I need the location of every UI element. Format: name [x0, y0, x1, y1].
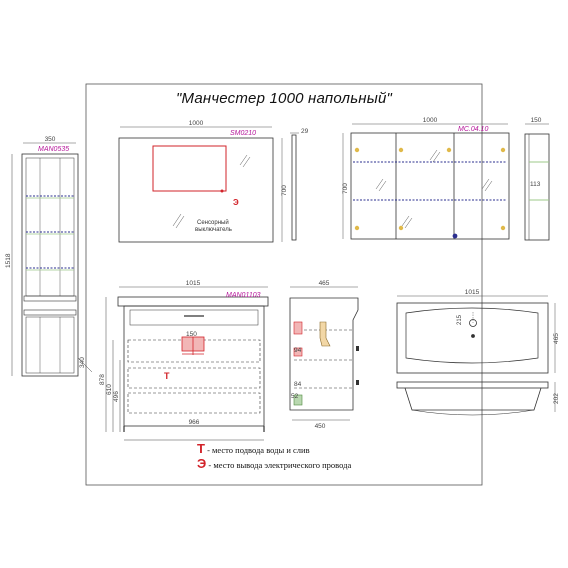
basin-depth-label: 465 [553, 333, 560, 344]
water-legend-text: - место подвода воды и слив [207, 445, 310, 455]
column-height-label: 1518 [5, 253, 12, 268]
cabinet-hinges [354, 147, 506, 231]
mirror [118, 126, 283, 243]
basin-top [396, 295, 556, 374]
legend-power: Э - место вывода электрического провода [197, 456, 351, 471]
column-glass-shelves [26, 197, 74, 271]
basin-section [396, 381, 556, 416]
vanity-height-label: 878 [99, 374, 106, 385]
side-depth-label: 465 [319, 280, 330, 287]
cabinet-shelf-label: 113 [530, 181, 541, 188]
mirror-width-label: 1000 [189, 120, 204, 127]
legend-water: Т - место подвода воды и слив [197, 441, 310, 456]
basin-offset-label: 215 [457, 314, 463, 325]
cabinet-width-label: 1000 [423, 117, 438, 124]
vanity-front [117, 286, 269, 432]
vanity-water-marker: Т [164, 371, 170, 381]
cabinet-code: MC.04.10 [458, 126, 488, 133]
cabinet-height-label: 700 [342, 183, 349, 194]
side-h2-label: 84 [294, 381, 302, 388]
mirror-power-marker: Э [233, 198, 239, 207]
vanity-body-width-label: 966 [189, 419, 200, 426]
sensor-switch-label-1: Сенсорный [197, 219, 229, 226]
column-depth-line [77, 357, 93, 373]
column-width-label: 350 [45, 136, 56, 143]
page-title: "Манчестер 1000 напольный" [175, 90, 393, 107]
vanity-height-dims [105, 297, 264, 441]
cabinet-depth-label: 150 [531, 117, 542, 124]
mirror-code: SM0210 [230, 130, 256, 137]
vanity-side [289, 286, 359, 421]
mirror-backlight-panel [152, 145, 227, 192]
sensor-switch-label-2: выключатель [195, 227, 232, 233]
column-code: MAN0535 [38, 146, 69, 153]
side-inner-label: 450 [315, 423, 326, 430]
vanity-pipe-label: 150 [186, 331, 197, 338]
vanity-low-label: 496 [113, 391, 120, 402]
basin-width-label: 1015 [465, 289, 480, 296]
cabinet-glare [375, 149, 493, 229]
vanity-width-label: 1015 [186, 280, 201, 287]
column-cabinet [21, 142, 79, 377]
cabinet-shelf-lines [353, 161, 507, 201]
column-depth-label: 340 [79, 357, 86, 368]
vanity-plumbing [181, 336, 205, 355]
vanity-code: MAN01103 [226, 292, 261, 299]
side-h3-label: 52 [291, 393, 299, 400]
mirror-cabinet [342, 123, 510, 240]
mirror-depth-label: 29 [301, 128, 309, 135]
cabinet-power-point [452, 233, 458, 239]
cabinet-side-shelves [529, 161, 549, 201]
cabinet-side-view [524, 123, 550, 241]
mirror-height-label: 700 [281, 185, 288, 196]
mirror-power-point [220, 189, 224, 193]
vanity-mid-label: 610 [106, 384, 113, 395]
basin-height-label: 202 [553, 393, 560, 404]
side-h1-label: 94 [294, 347, 302, 354]
power-symbol: Э [197, 456, 207, 471]
water-symbol: Т [197, 441, 205, 456]
vanity-side-handles [356, 346, 359, 385]
mirror-side-view [290, 132, 299, 241]
mirror-glare [172, 154, 251, 229]
power-legend-text: - место вывода электрического провода [208, 460, 352, 470]
drawing-frame [85, 83, 483, 486]
vanity-side-siphon [293, 321, 331, 406]
column-shelf-lines [26, 195, 74, 269]
